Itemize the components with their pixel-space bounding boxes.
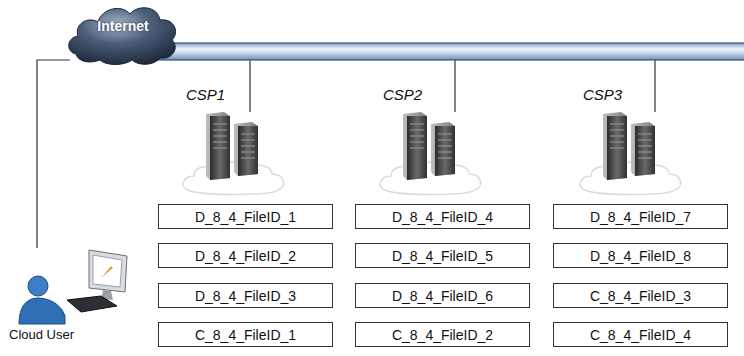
user-icon bbox=[5, 248, 140, 326]
server-node: CSP1 bbox=[180, 112, 290, 198]
file-id: D_8_4_FileID_4 bbox=[392, 209, 493, 225]
file-id: C_8_4_FileID_1 bbox=[195, 327, 296, 343]
file-box: C_8_4_FileID_3 bbox=[553, 283, 728, 308]
file-id: D_8_4_FileID_8 bbox=[590, 248, 691, 264]
provider-label: CSP3 bbox=[583, 86, 622, 103]
file-box: D_8_4_FileID_4 bbox=[355, 204, 530, 229]
file-box: D_8_4_FileID_5 bbox=[355, 243, 530, 268]
user-label: Cloud User bbox=[9, 327, 74, 342]
file-id: C_8_4_FileID_3 bbox=[590, 288, 691, 304]
server-icon bbox=[180, 112, 290, 198]
file-box: D_8_4_FileID_3 bbox=[158, 283, 333, 308]
server-icon bbox=[577, 112, 687, 198]
file-id: D_8_4_FileID_1 bbox=[195, 209, 296, 225]
file-id: C_8_4_FileID_4 bbox=[590, 327, 691, 343]
file-id: C_8_4_FileID_2 bbox=[392, 327, 493, 343]
file-box: D_8_4_FileID_2 bbox=[158, 243, 333, 268]
file-box: D_8_4_FileID_1 bbox=[158, 204, 333, 229]
file-id: D_8_4_FileID_3 bbox=[195, 288, 296, 304]
internet-cloud: Internet bbox=[66, 2, 180, 66]
network-label: Internet bbox=[66, 18, 180, 34]
file-id: D_8_4_FileID_5 bbox=[392, 248, 493, 264]
file-box: D_8_4_FileID_8 bbox=[553, 243, 728, 268]
network-link bbox=[37, 60, 70, 248]
file-id: D_8_4_FileID_2 bbox=[195, 248, 296, 264]
file-box: D_8_4_FileID_6 bbox=[355, 283, 530, 308]
provider-label: CSP2 bbox=[383, 86, 422, 103]
server-node: CSP2 bbox=[377, 112, 487, 198]
file-box: C_8_4_FileID_1 bbox=[158, 322, 333, 347]
backbone-tube bbox=[150, 43, 744, 60]
file-box: D_8_4_FileID_7 bbox=[553, 204, 728, 229]
file-id: D_8_4_FileID_6 bbox=[392, 288, 493, 304]
file-box: C_8_4_FileID_4 bbox=[553, 322, 728, 347]
file-id: D_8_4_FileID_7 bbox=[590, 209, 691, 225]
provider-label: CSP1 bbox=[186, 86, 225, 103]
cloud-shape bbox=[66, 2, 180, 66]
user-node: Cloud User bbox=[5, 248, 140, 350]
server-node: CSP3 bbox=[577, 112, 687, 198]
file-box: C_8_4_FileID_2 bbox=[355, 322, 530, 347]
server-icon bbox=[377, 112, 487, 198]
